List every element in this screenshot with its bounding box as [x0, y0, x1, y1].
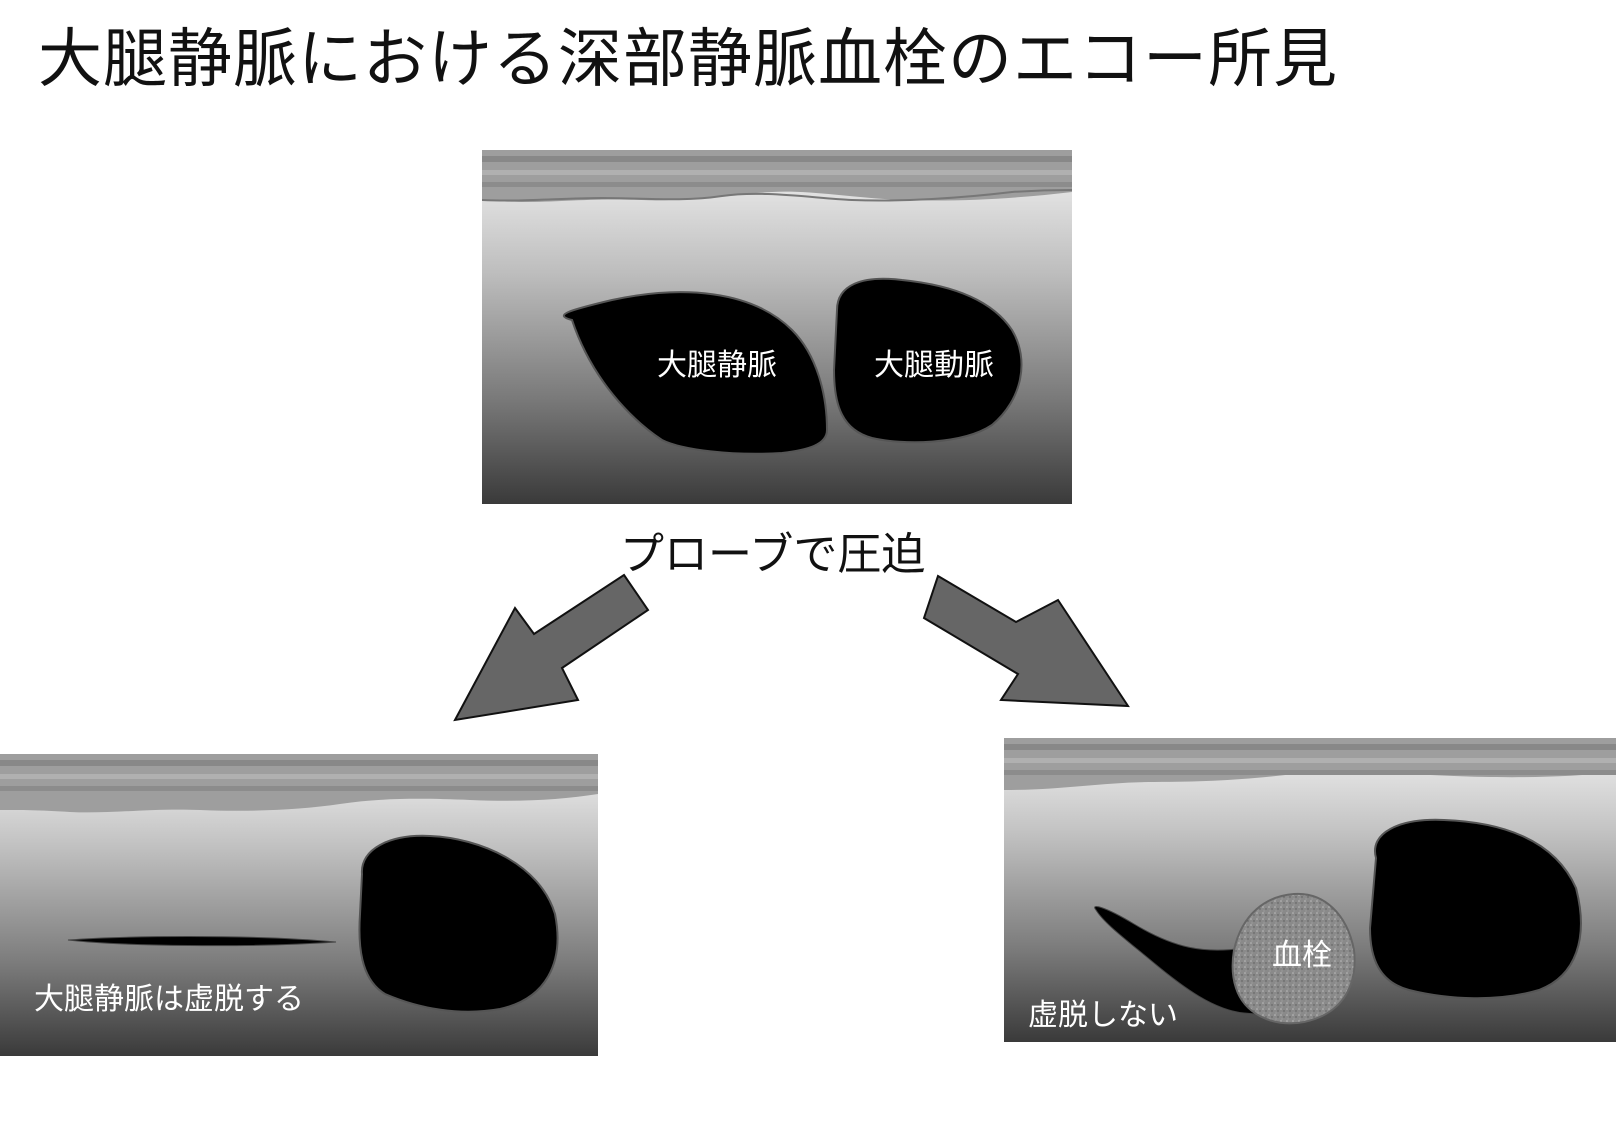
ultrasound-image-left	[0, 754, 598, 1056]
ultrasound-panel-uncompressed: 大腿静脈 大腿動脈	[482, 150, 1072, 504]
thrombus-label: 血栓	[1272, 938, 1332, 973]
ultrasound-panel-thrombus: 血栓 虚脱しない	[1004, 738, 1616, 1042]
page-title: 大腿静脈における深部静脈血栓のエコー所見	[38, 23, 1338, 97]
ultrasound-image-right	[1004, 738, 1616, 1042]
femoral-vein-label: 大腿静脈	[657, 348, 777, 383]
femoral-artery-shape	[832, 277, 1023, 444]
femoral-artery-label: 大腿動脈	[874, 348, 994, 383]
vein-collapses-label: 大腿静脈は虚脱する	[34, 982, 304, 1017]
thrombus-shape	[1231, 892, 1356, 1025]
does-not-collapse-label: 虚脱しない	[1028, 998, 1178, 1033]
arrow-left-icon	[453, 573, 650, 722]
artery-shape-right	[1368, 818, 1582, 1000]
probe-compression-caption: プローブで圧迫	[620, 529, 926, 580]
femoral-vein-shape	[562, 291, 829, 455]
ultrasound-panel-compressed-normal: 大腿静脈は虚脱する	[0, 754, 598, 1056]
artery-shape-left	[358, 834, 559, 1013]
ultrasound-image-top	[482, 150, 1072, 504]
arrow-right-icon	[922, 574, 1130, 708]
collapsed-vein-shape	[67, 936, 337, 947]
